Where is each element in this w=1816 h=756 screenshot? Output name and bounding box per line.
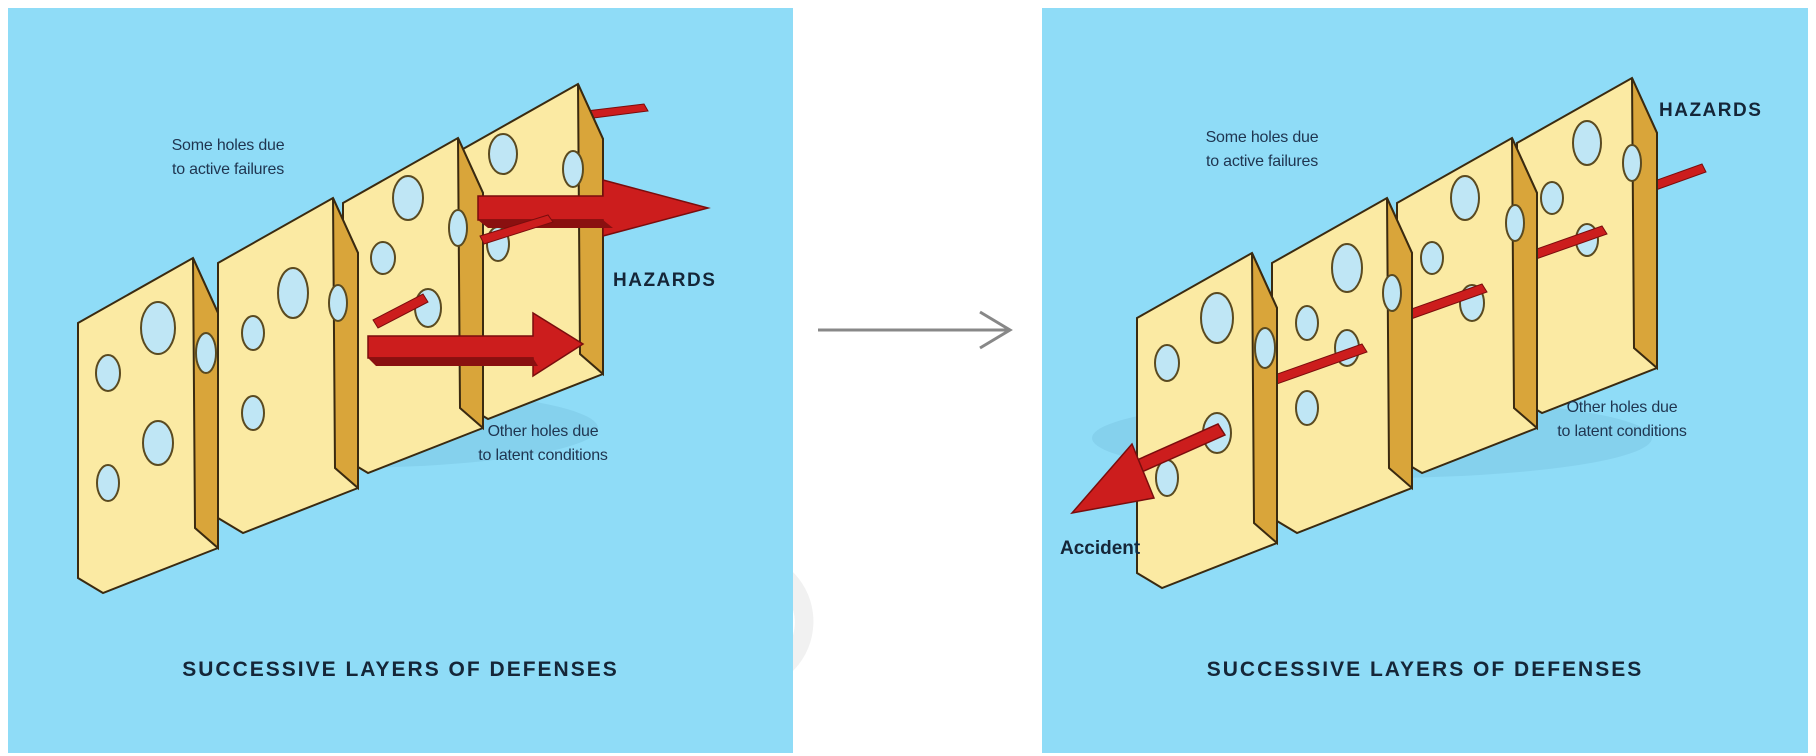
- cheese-slice-1: [77, 257, 219, 594]
- note-line: Other holes due: [1566, 399, 1678, 416]
- active-failures-note: Some holes due to active failures: [128, 134, 328, 182]
- hazard-arrow-upper: [477, 179, 711, 245]
- diagram-before: Some holes due to active failures HAZARD…: [8, 8, 793, 753]
- note-line: Some holes due: [171, 137, 285, 154]
- diagram-after: Some holes due to active failures HAZARD…: [1042, 8, 1808, 753]
- hazard-arrow-lower: [367, 293, 585, 378]
- swiss-cheese-illustration-before: [77, 83, 711, 594]
- cheese-slice-2: [217, 197, 359, 534]
- note-line: to latent conditions: [1557, 423, 1687, 440]
- note-line: to active failures: [1205, 153, 1318, 170]
- note-line: Other holes due: [487, 423, 599, 440]
- swiss-cheese-illustration-after: [1070, 77, 1707, 589]
- hazards-label: HAZARDS: [613, 270, 717, 291]
- note-line: to latent conditions: [478, 447, 608, 464]
- accident-arrow: [1070, 423, 1227, 515]
- active-failures-note: Some holes due to active failures: [1162, 126, 1362, 174]
- note-line: to active failures: [171, 161, 284, 178]
- latent-conditions-note: Other holes due to latent conditions: [443, 420, 643, 468]
- footer-title: SUCCESSIVE LAYERS OF DEFENSES: [182, 658, 619, 681]
- accident-label: Accident: [1060, 538, 1141, 559]
- note-line: Some holes due: [1205, 129, 1319, 146]
- latent-conditions-note: Other holes due to latent conditions: [1522, 396, 1722, 444]
- cheese-slice-2: [1271, 197, 1413, 534]
- hazards-label: HAZARDS: [1659, 100, 1763, 121]
- cheese-slice-1: [1136, 252, 1278, 589]
- footer-title: SUCCESSIVE LAYERS OF DEFENSES: [1206, 658, 1644, 681]
- cheese-slice-3: [1396, 137, 1538, 474]
- transition-arrow-icon: [818, 310, 1013, 350]
